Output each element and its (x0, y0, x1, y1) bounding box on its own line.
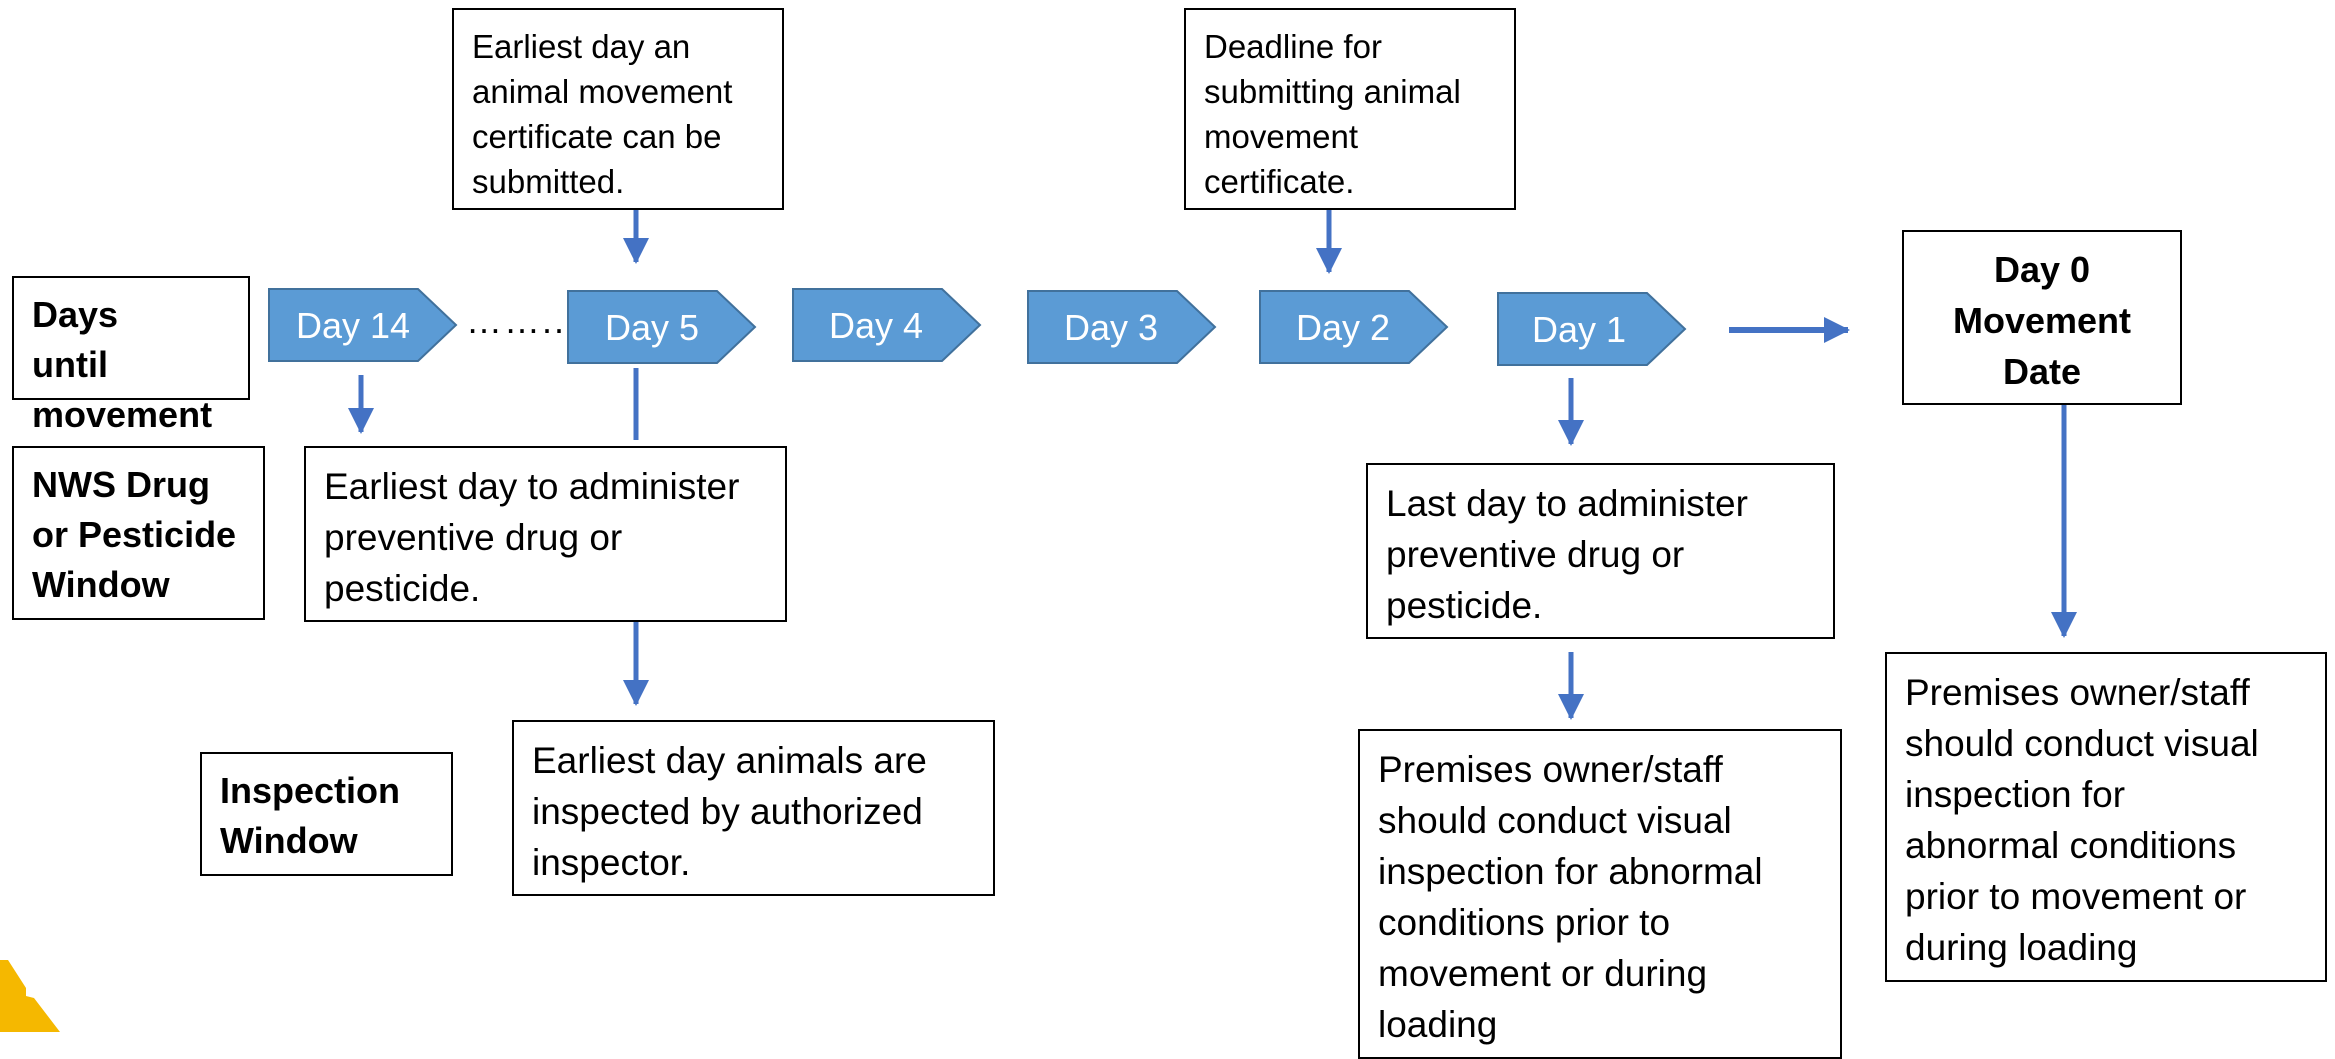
note-earliest-drug: Earliest day to administer preventive dr… (304, 446, 787, 622)
timeline-ellipsis: …….. (466, 300, 567, 341)
row-label-drug-window: NWS Drug or Pesticide Window (12, 446, 265, 620)
chevron-day-14-label: Day 14 (296, 305, 411, 346)
note-visual-inspection-day-0: Premises owner/staff should conduct visu… (1885, 652, 2327, 982)
note-visual-inspection-day-1: Premises owner/staff should conduct visu… (1358, 729, 1842, 1059)
row-label-drug-window-text: NWS Drug or Pesticide Window (32, 464, 237, 605)
row-label-days-until-movement: Days until movement (12, 276, 250, 435)
note-visual-inspection-day-1-text: Premises owner/staff should conduct visu… (1378, 749, 1763, 1045)
day-0-movement-date: Day 0 Movement Date (1902, 230, 2182, 405)
chevron-day-3 (1027, 290, 1217, 364)
chevron-day-3-label: Day 3 (1064, 307, 1159, 348)
chevron-day-4-label: Day 4 (829, 305, 924, 346)
row-label-inspection-window: Inspection Window (200, 752, 453, 876)
chevron-day-5 (567, 290, 757, 364)
note-earliest-drug-text: Earliest day to administer preventive dr… (324, 466, 740, 609)
note-deadline-certificate: Deadline for submitting animal movement … (1184, 8, 1516, 210)
note-earliest-certificate: Earliest day an animal movement certific… (452, 8, 784, 210)
note-last-drug-text: Last day to administer preventive drug o… (1386, 483, 1748, 626)
note-earliest-certificate-text: Earliest day an animal movement certific… (472, 28, 733, 200)
chevron-day-2-label: Day 2 (1296, 307, 1391, 348)
logo-icon (0, 960, 60, 1032)
date-label: Date (2002, 351, 2082, 392)
chevron-day-14 (268, 288, 458, 362)
note-earliest-inspection: Earliest day animals are inspected by au… (512, 720, 995, 896)
movement-label: Movement (1952, 300, 2132, 341)
day-0-label: Day 0 (1993, 249, 2091, 290)
row-label-inspection-window-text: Inspection Window (220, 770, 401, 861)
chevron-day-4 (792, 288, 982, 362)
chevron-day-2 (1259, 290, 1449, 364)
note-earliest-inspection-text: Earliest day animals are inspected by au… (532, 740, 927, 883)
chevron-day-1 (1497, 292, 1687, 366)
note-visual-inspection-day-0-text: Premises owner/staff should conduct visu… (1905, 672, 2259, 968)
chevron-day-5-label: Day 5 (605, 307, 700, 348)
note-deadline-certificate-text: Deadline for submitting animal movement … (1204, 28, 1461, 200)
note-last-drug: Last day to administer preventive drug o… (1366, 463, 1835, 639)
row-label-days-until-movement-text: Days until movement (32, 294, 213, 435)
chevron-day-1-label: Day 1 (1532, 309, 1627, 350)
